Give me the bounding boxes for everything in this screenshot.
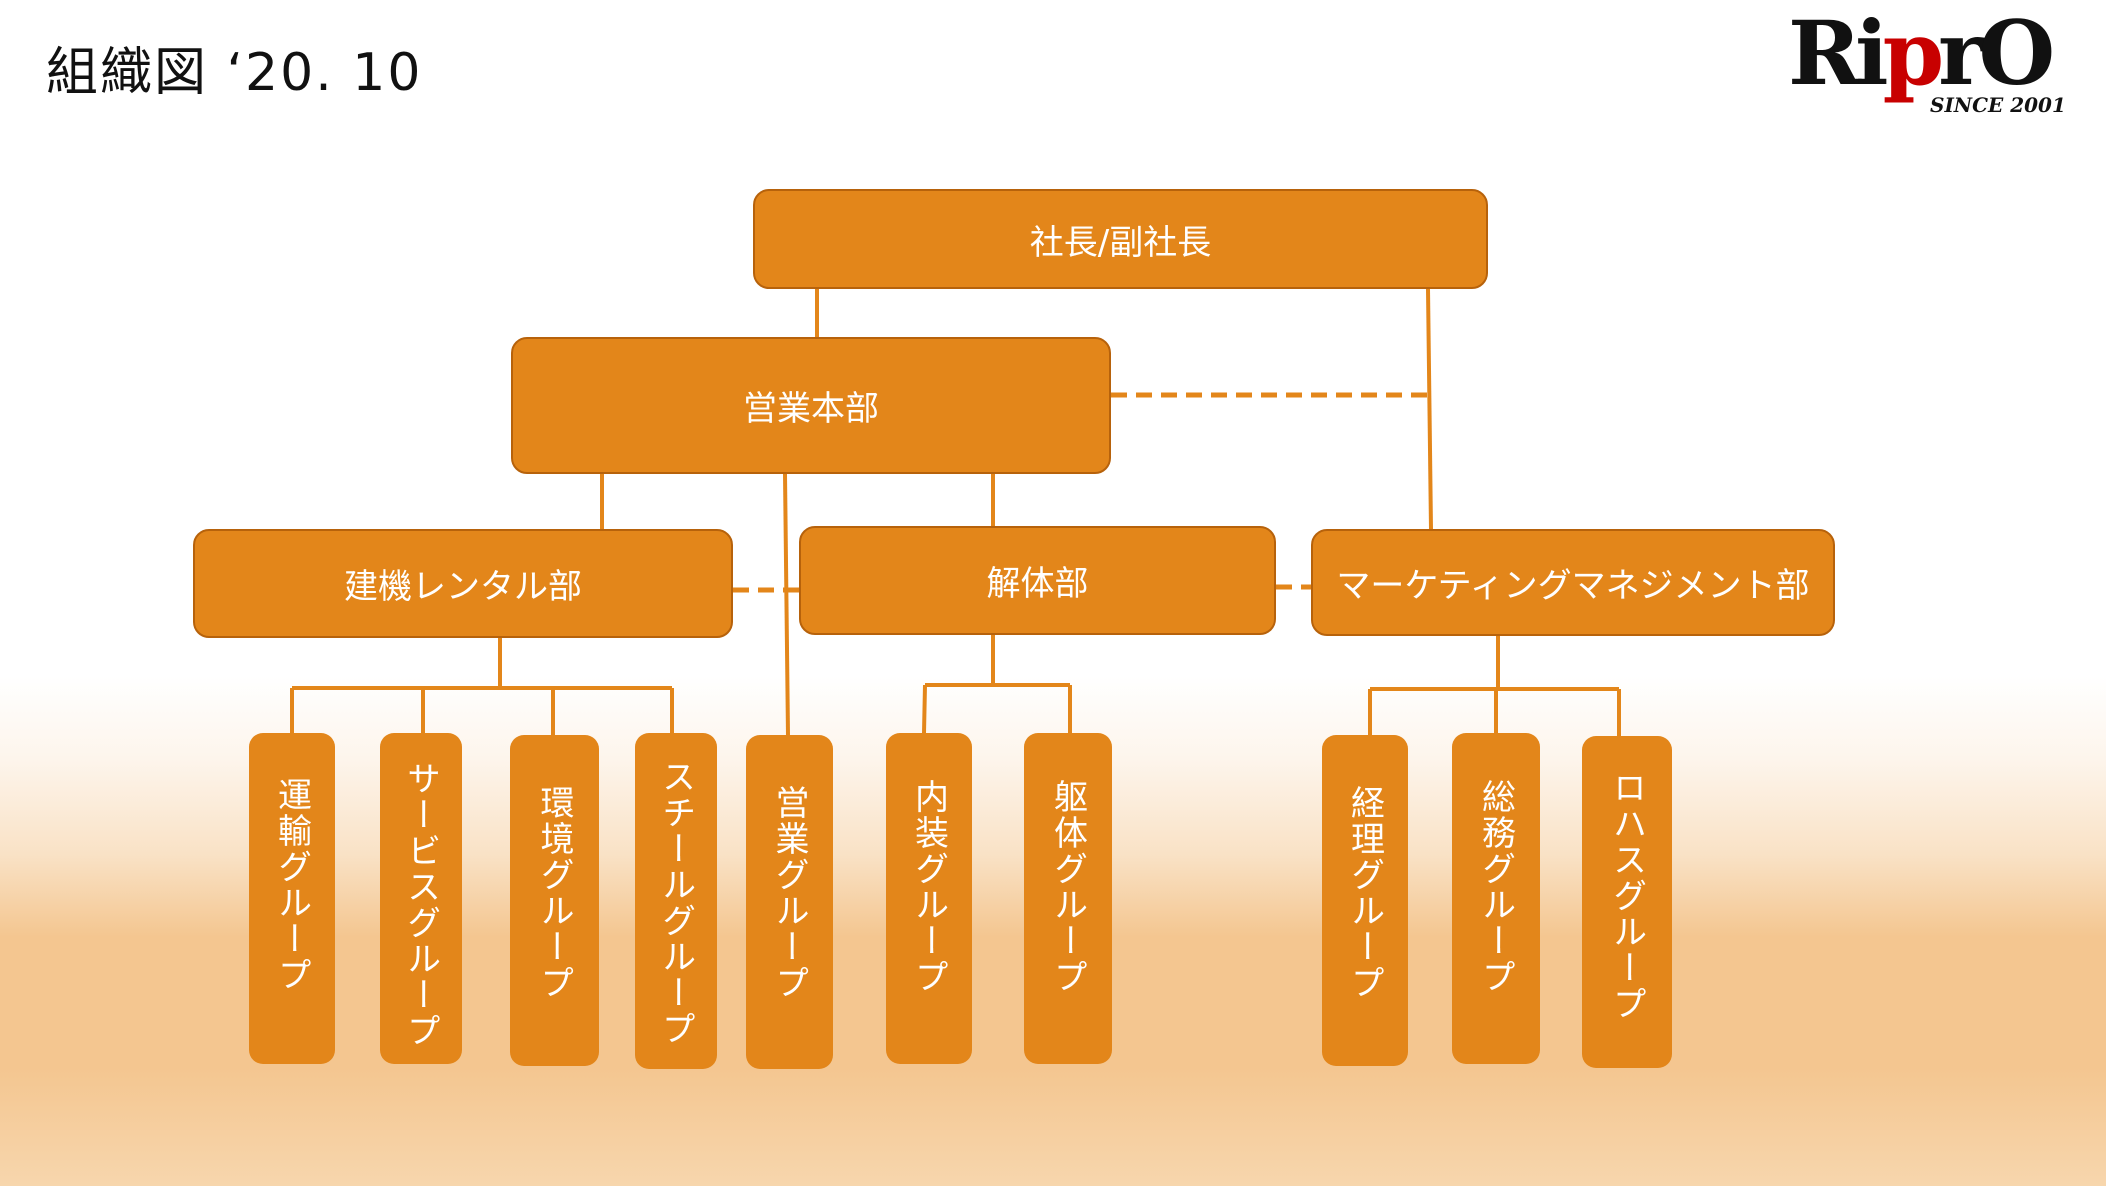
group-service-label: サービスグループ <box>400 761 441 1049</box>
group-interior-label: 内装グループ <box>908 779 949 995</box>
group-frame-label: 躯体グループ <box>1047 779 1088 995</box>
group-transport-label: 運輸グループ <box>271 777 312 993</box>
marketing-dept-label: マーケティングマネジメント部 <box>1336 566 1810 606</box>
connector-president-marketing <box>1426 288 1433 531</box>
company-logo: RiprO SINCE 2001 <box>1788 8 2088 118</box>
sales-hq-label: 営業本部 <box>743 389 879 429</box>
marketing-dept-box: マーケティングマネジメント部 <box>1311 529 1835 636</box>
group-environment-label: 環境グループ <box>534 785 574 1001</box>
group-lohas: ロハスグループ <box>1582 736 1672 1068</box>
group-lohas-label: ロハスグループ <box>1606 770 1647 1022</box>
group-accounting-label: 経理グループ <box>1344 785 1385 1001</box>
president-box: 社長/副社長 <box>753 189 1488 289</box>
group-service: サービスグループ <box>380 733 462 1064</box>
group-steel: スチールグループ <box>635 733 717 1069</box>
group-interior: 内装グループ <box>886 733 972 1064</box>
logo-tagline: SINCE 2001 <box>1930 93 2066 117</box>
page-title: 組織図 ‘20. 10 <box>46 43 423 103</box>
group-general-affairs-label: 総務グループ <box>1475 779 1516 995</box>
group-frame: 躯体グループ <box>1024 733 1112 1064</box>
logo-wordmark: RiprO <box>1788 1 2055 105</box>
group-environment: 環境グループ <box>510 735 599 1066</box>
group-accounting: 経理グループ <box>1322 735 1408 1066</box>
group-transport: 運輸グループ <box>249 733 335 1064</box>
demolition-dept-label: 解体部 <box>986 564 1089 604</box>
sales-hq-box: 営業本部 <box>511 337 1111 474</box>
group-steel-label: スチールグループ <box>655 759 696 1047</box>
connector-saleshq-sales-group <box>783 473 790 737</box>
rental-dept-box: 建機レンタル部 <box>193 529 733 638</box>
group-general-affairs: 総務グループ <box>1452 733 1540 1064</box>
group-sales: 営業グループ <box>746 735 833 1069</box>
group-sales-label: 営業グループ <box>769 785 809 1001</box>
rental-dept-label: 建機レンタル部 <box>344 567 582 607</box>
demolition-dept-box: 解体部 <box>799 526 1276 635</box>
president-label: 社長/副社長 <box>1029 222 1212 263</box>
